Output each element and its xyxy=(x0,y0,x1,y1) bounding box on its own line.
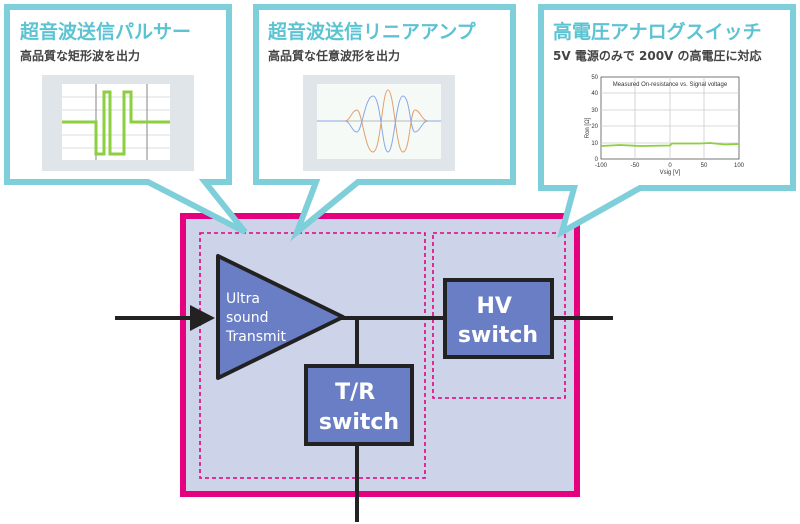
hv-label-line: HV xyxy=(476,294,511,319)
amp-label-line: Ultra xyxy=(226,291,260,307)
on-resistance-chart: Measured On-resistance vs. Signal voltag… xyxy=(585,75,745,176)
callout-title: 超音波送信リニアアンプ xyxy=(267,20,477,43)
tr-switch-block: T/R switch xyxy=(304,364,414,446)
amp-label-line: Transmit xyxy=(225,329,287,345)
tr-label-line: T/R xyxy=(335,380,375,405)
x-tick: -50 xyxy=(631,163,640,169)
amp-label-line: sound xyxy=(226,310,269,326)
y-tick: 10 xyxy=(591,141,598,147)
square-wave-thumbnail xyxy=(42,75,194,171)
chart-xlabel: Vsig [V] xyxy=(660,170,681,176)
input-arrow-icon xyxy=(190,305,215,331)
callout-pulser: 超音波送信パルサー 高品質な矩形波を出力 xyxy=(4,4,248,235)
tr-label-line: switch xyxy=(319,410,399,435)
y-tick: 0 xyxy=(595,157,599,163)
callout-title: 超音波送信パルサー xyxy=(19,20,191,43)
x-tick: 0 xyxy=(668,163,672,169)
chart-title: Measured On-resistance vs. Signal voltag… xyxy=(613,82,728,88)
svg-text:Ultra sound Transm: Ultra sound Transmit xyxy=(225,291,287,345)
arbitrary-wave-thumbnail xyxy=(303,75,455,171)
chart-ylabel: Ron [Ω] xyxy=(585,117,591,138)
y-tick: 50 xyxy=(591,75,598,81)
x-tick: 100 xyxy=(734,163,745,169)
switch-region xyxy=(432,232,566,399)
callout-subtitle: 高品質な任意波形を出力 xyxy=(268,48,400,63)
hv-label-line: switch xyxy=(458,323,538,348)
y-tick: 40 xyxy=(591,91,598,97)
y-tick: 30 xyxy=(591,108,598,114)
callout-subtitle: 高品質な矩形波を出力 xyxy=(20,48,140,63)
x-tick: 50 xyxy=(701,163,708,169)
callout-title: 高電圧アナログスイッチ xyxy=(553,20,762,43)
callout-subtitle: 5V 電源のみで 200V の高電圧に対応 xyxy=(553,48,762,63)
ultrasound-transmit-amp: Ultra sound Transmit xyxy=(216,254,345,380)
y-tick: 20 xyxy=(591,124,598,130)
callout-linear-amp: 超音波送信リニアアンプ 高品質な任意波形を出力 xyxy=(253,4,516,242)
callout-hv-switch: 高電圧アナログスイッチ 5V 電源のみで 200V の高電圧に対応 Measur… xyxy=(538,4,796,239)
svg-text:HV switch: HV switch xyxy=(458,294,538,348)
x-tick: -100 xyxy=(595,163,608,169)
hv-switch-block: HV switch xyxy=(443,278,554,359)
transmitter-region xyxy=(199,232,426,479)
svg-text:T/R switch: T/R switch xyxy=(319,380,399,435)
